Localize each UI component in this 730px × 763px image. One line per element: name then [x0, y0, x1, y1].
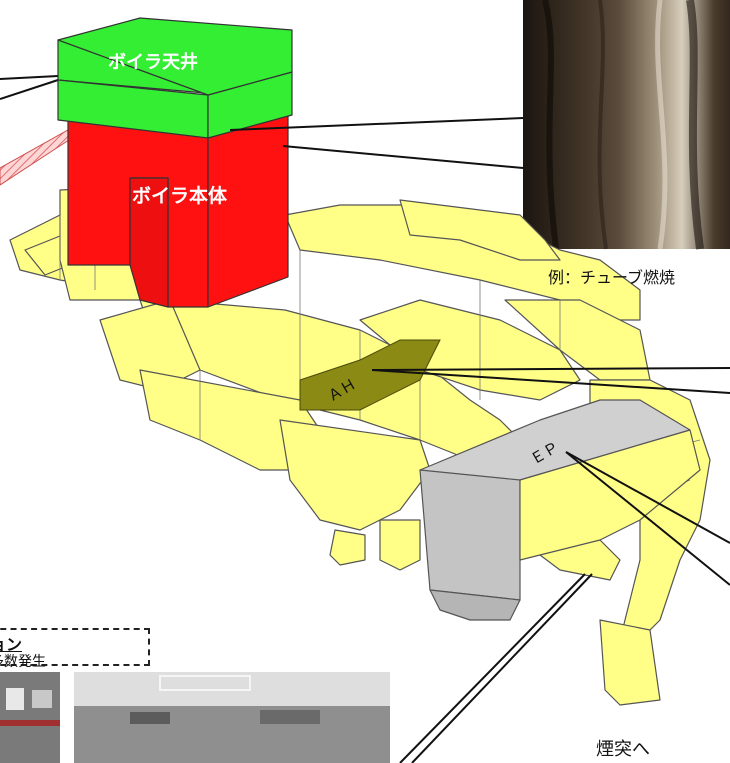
- to-stack-label: 煙突へ: [596, 739, 650, 760]
- boiler: [57, 17, 293, 308]
- right-leader-lines: [229, 117, 730, 763]
- tube-photo: [523, 0, 730, 250]
- callout-box: ョン 多数発生: [0, 628, 150, 670]
- air-heater-shape: [299, 339, 441, 411]
- hatched-callout: [0, 129, 73, 186]
- photo-caption: 例：チューブ燃焼: [548, 268, 676, 287]
- callout-title: ョン: [0, 635, 23, 654]
- left-leader-lines: [0, 75, 59, 100]
- boiler-ceiling-label: ボイラ天井: [108, 51, 198, 73]
- callout-text: 多数発生: [0, 654, 46, 670]
- precipitator-shape: [419, 399, 701, 621]
- boiler-body-label: ボイラ本体: [132, 184, 228, 207]
- bottom-photos: [0, 672, 390, 763]
